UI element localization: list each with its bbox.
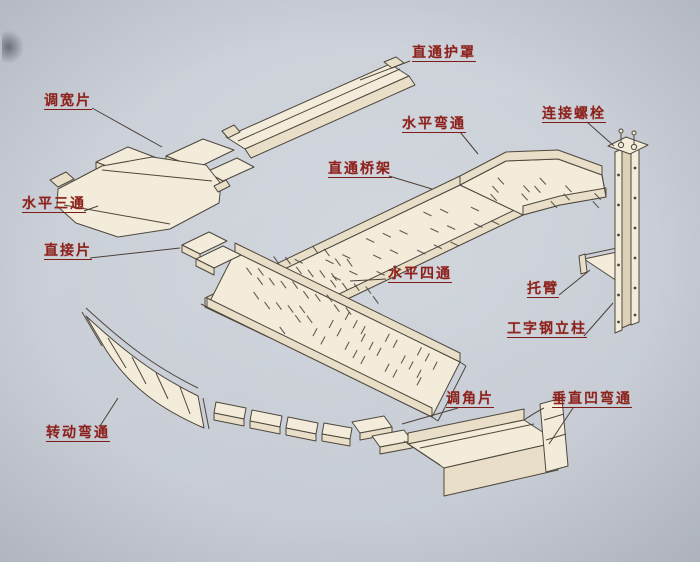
label-horizontal-cross: 水平四通 (388, 265, 452, 283)
part-direct-piece (181, 231, 242, 276)
label-support-arm: 托臂 (527, 280, 559, 298)
part-horizontal-cross (206, 242, 467, 422)
label-rotating-bend: 转动弯通 (46, 424, 110, 442)
part-i-beam-column (607, 128, 649, 334)
label-i-beam-column: 工字钢立柱 (507, 320, 587, 338)
photo-corner-mark (2, 30, 24, 64)
tray-hatch-marks (245, 177, 602, 386)
leader-lines (83, 60, 615, 445)
label-width-adjust-piece: 调宽片 (44, 92, 92, 110)
label-straight-cover: 直通护罩 (412, 44, 476, 62)
part-support-arm (578, 247, 618, 282)
part-straight-cover (221, 56, 416, 159)
part-angle-adjust-piece (351, 415, 413, 455)
part-horizontal-bend (459, 149, 607, 216)
label-horizontal-bend: 水平弯通 (402, 115, 466, 133)
part-rotating-bend (81, 307, 210, 430)
label-direct-piece: 直接片 (44, 242, 92, 260)
part-horizontal-tee (49, 156, 231, 238)
label-straight-tray: 直通桥架 (328, 160, 392, 178)
part-link-sections (213, 401, 353, 447)
label-horizontal-tee: 水平三通 (22, 195, 86, 213)
part-connecting-bolt (607, 128, 649, 155)
label-connecting-bolt: 连接螺栓 (542, 105, 606, 123)
label-vertical-concave-bend: 垂直凹弯通 (552, 390, 632, 408)
part-vertical-concave-bend (403, 397, 569, 497)
label-angle-adjust-piece: 调角片 (446, 390, 494, 408)
